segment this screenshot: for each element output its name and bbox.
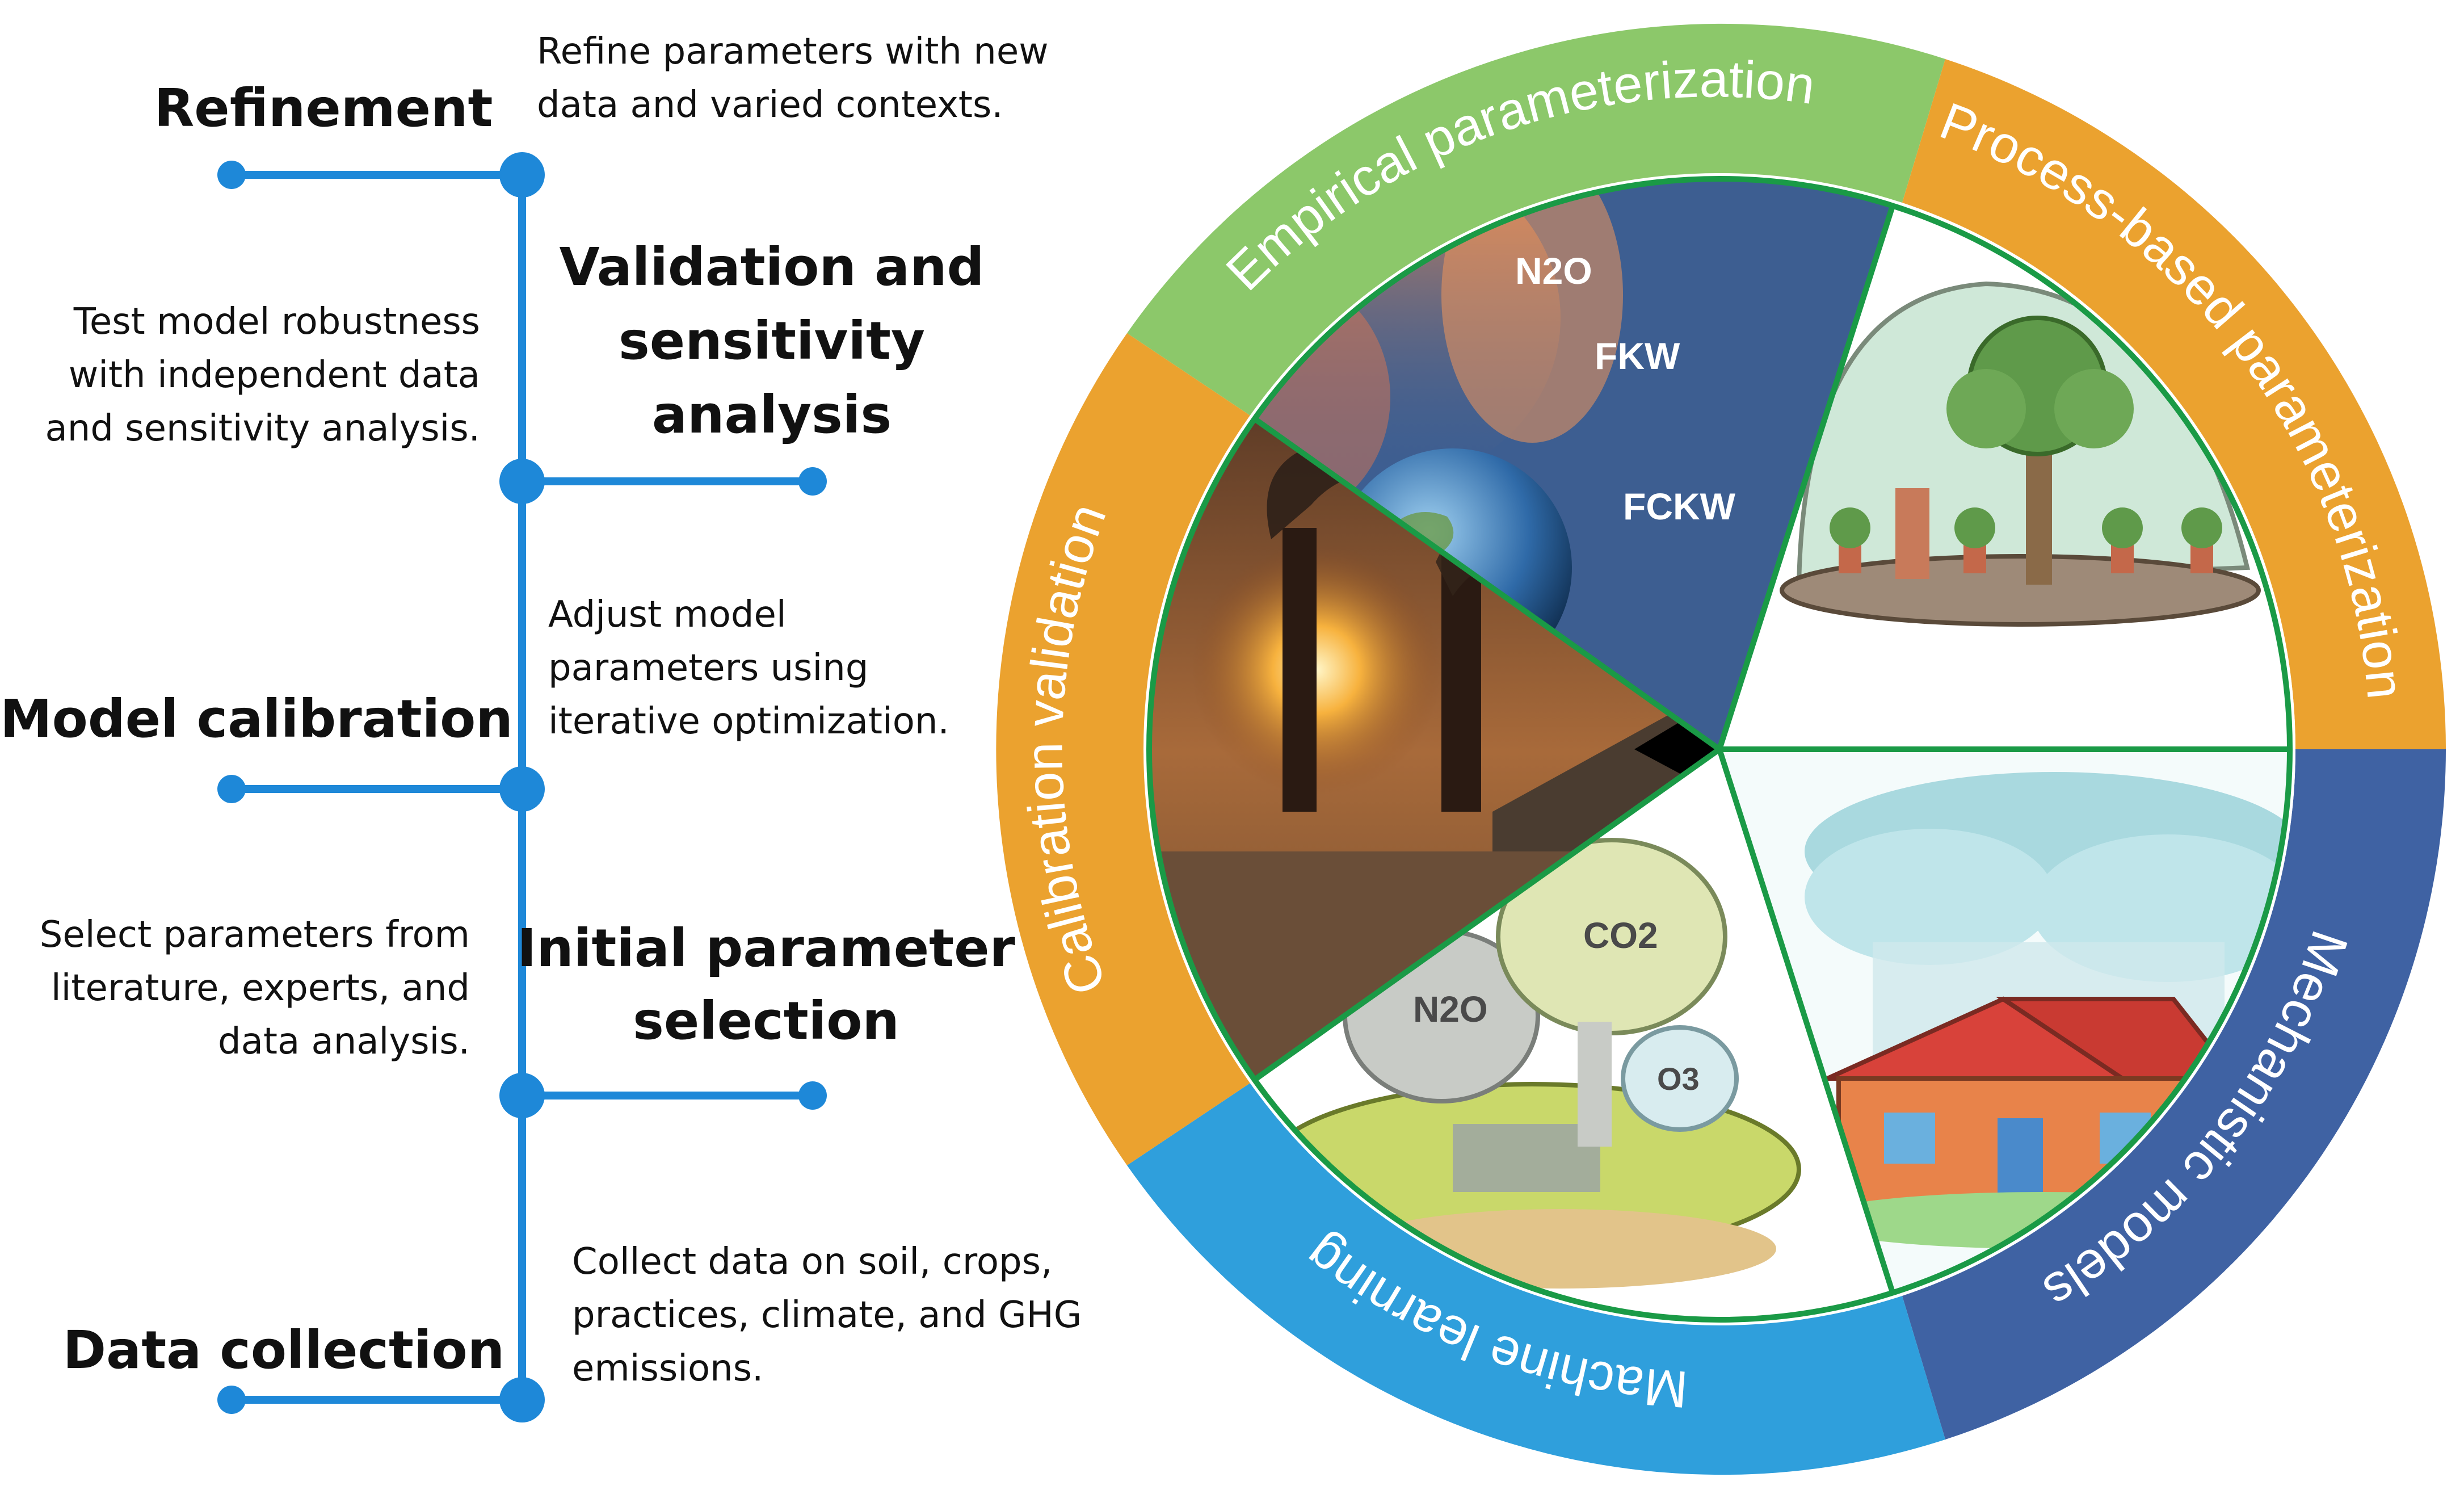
model-wheel: Empirical parameterization Process-based… bbox=[996, 23, 2446, 1475]
step-description: Test model robustness bbox=[73, 301, 480, 343]
step-description: data and varied contexts. bbox=[537, 84, 1003, 126]
step-title: analysis bbox=[652, 384, 892, 445]
gas-label-n2o: N2O bbox=[1515, 250, 1592, 292]
step-title: selection bbox=[633, 991, 899, 1051]
step-description: iterative optimization. bbox=[548, 700, 949, 742]
connector-end-dot bbox=[217, 161, 246, 189]
step-description: Collect data on soil, crops, bbox=[572, 1241, 1052, 1283]
spine-node bbox=[499, 1377, 545, 1422]
connector-end-dot bbox=[217, 775, 246, 803]
connector-end-dot bbox=[798, 467, 827, 496]
step-description: and sensitivity analysis. bbox=[45, 408, 480, 450]
step-title: Validation and bbox=[560, 237, 985, 297]
timeline: Refinement Refine parameters with new da… bbox=[0, 31, 1082, 1422]
timeline-step-validation: Validation and sensitivity analysis Test… bbox=[45, 237, 985, 504]
gas-label-fckw: FCKW bbox=[1623, 485, 1736, 527]
ring-segment-calibration bbox=[996, 333, 1254, 1165]
step-description: Refine parameters with new bbox=[537, 31, 1049, 73]
wheel-dividers bbox=[1146, 176, 2293, 1323]
step-title: Refinement bbox=[154, 78, 493, 139]
cloud-label-o3: O3 bbox=[1657, 1061, 1700, 1097]
gas-label-fkw: FKW bbox=[1595, 335, 1680, 377]
cloud-label-co2: CO2 bbox=[1583, 915, 1658, 956]
spine-node bbox=[499, 152, 545, 198]
ring-segment-machine-learning bbox=[1127, 1081, 1945, 1475]
connector-end-dot bbox=[217, 1386, 246, 1414]
step-description: Select parameters from bbox=[40, 914, 470, 956]
timeline-step-refinement: Refinement Refine parameters with new da… bbox=[154, 31, 1049, 198]
cloud-label-n2o: N2O bbox=[1413, 989, 1488, 1030]
spine-node bbox=[499, 459, 545, 504]
step-description: emissions. bbox=[572, 1348, 763, 1390]
ring-segment-mechanistic bbox=[1902, 749, 2446, 1440]
step-title: Model calibration bbox=[0, 689, 513, 749]
ring-segment-empirical bbox=[1127, 23, 1945, 418]
spine-node bbox=[499, 766, 545, 812]
spine-node bbox=[499, 1073, 545, 1118]
step-title: sensitivity bbox=[619, 310, 925, 371]
step-title: Data collection bbox=[63, 1320, 505, 1380]
step-title: Initial parameter bbox=[517, 918, 1015, 979]
step-description: practices, climate, and GHG bbox=[572, 1294, 1082, 1336]
step-description: Adjust model bbox=[548, 594, 787, 636]
timeline-step-initial-selection: Initial parameter selection Select param… bbox=[40, 914, 1016, 1118]
step-description: literature, experts, and bbox=[51, 967, 470, 1009]
ring-segment-process-based bbox=[1902, 59, 2446, 749]
timeline-step-data-collection: Data collection Collect data on soil, cr… bbox=[63, 1241, 1082, 1422]
step-description: parameters using bbox=[548, 647, 868, 689]
connector-end-dot bbox=[798, 1081, 827, 1110]
timeline-step-calibration: Model calibration Adjust model parameter… bbox=[0, 594, 949, 812]
step-description: data analysis. bbox=[218, 1021, 470, 1063]
step-description: with independent data bbox=[69, 354, 480, 396]
